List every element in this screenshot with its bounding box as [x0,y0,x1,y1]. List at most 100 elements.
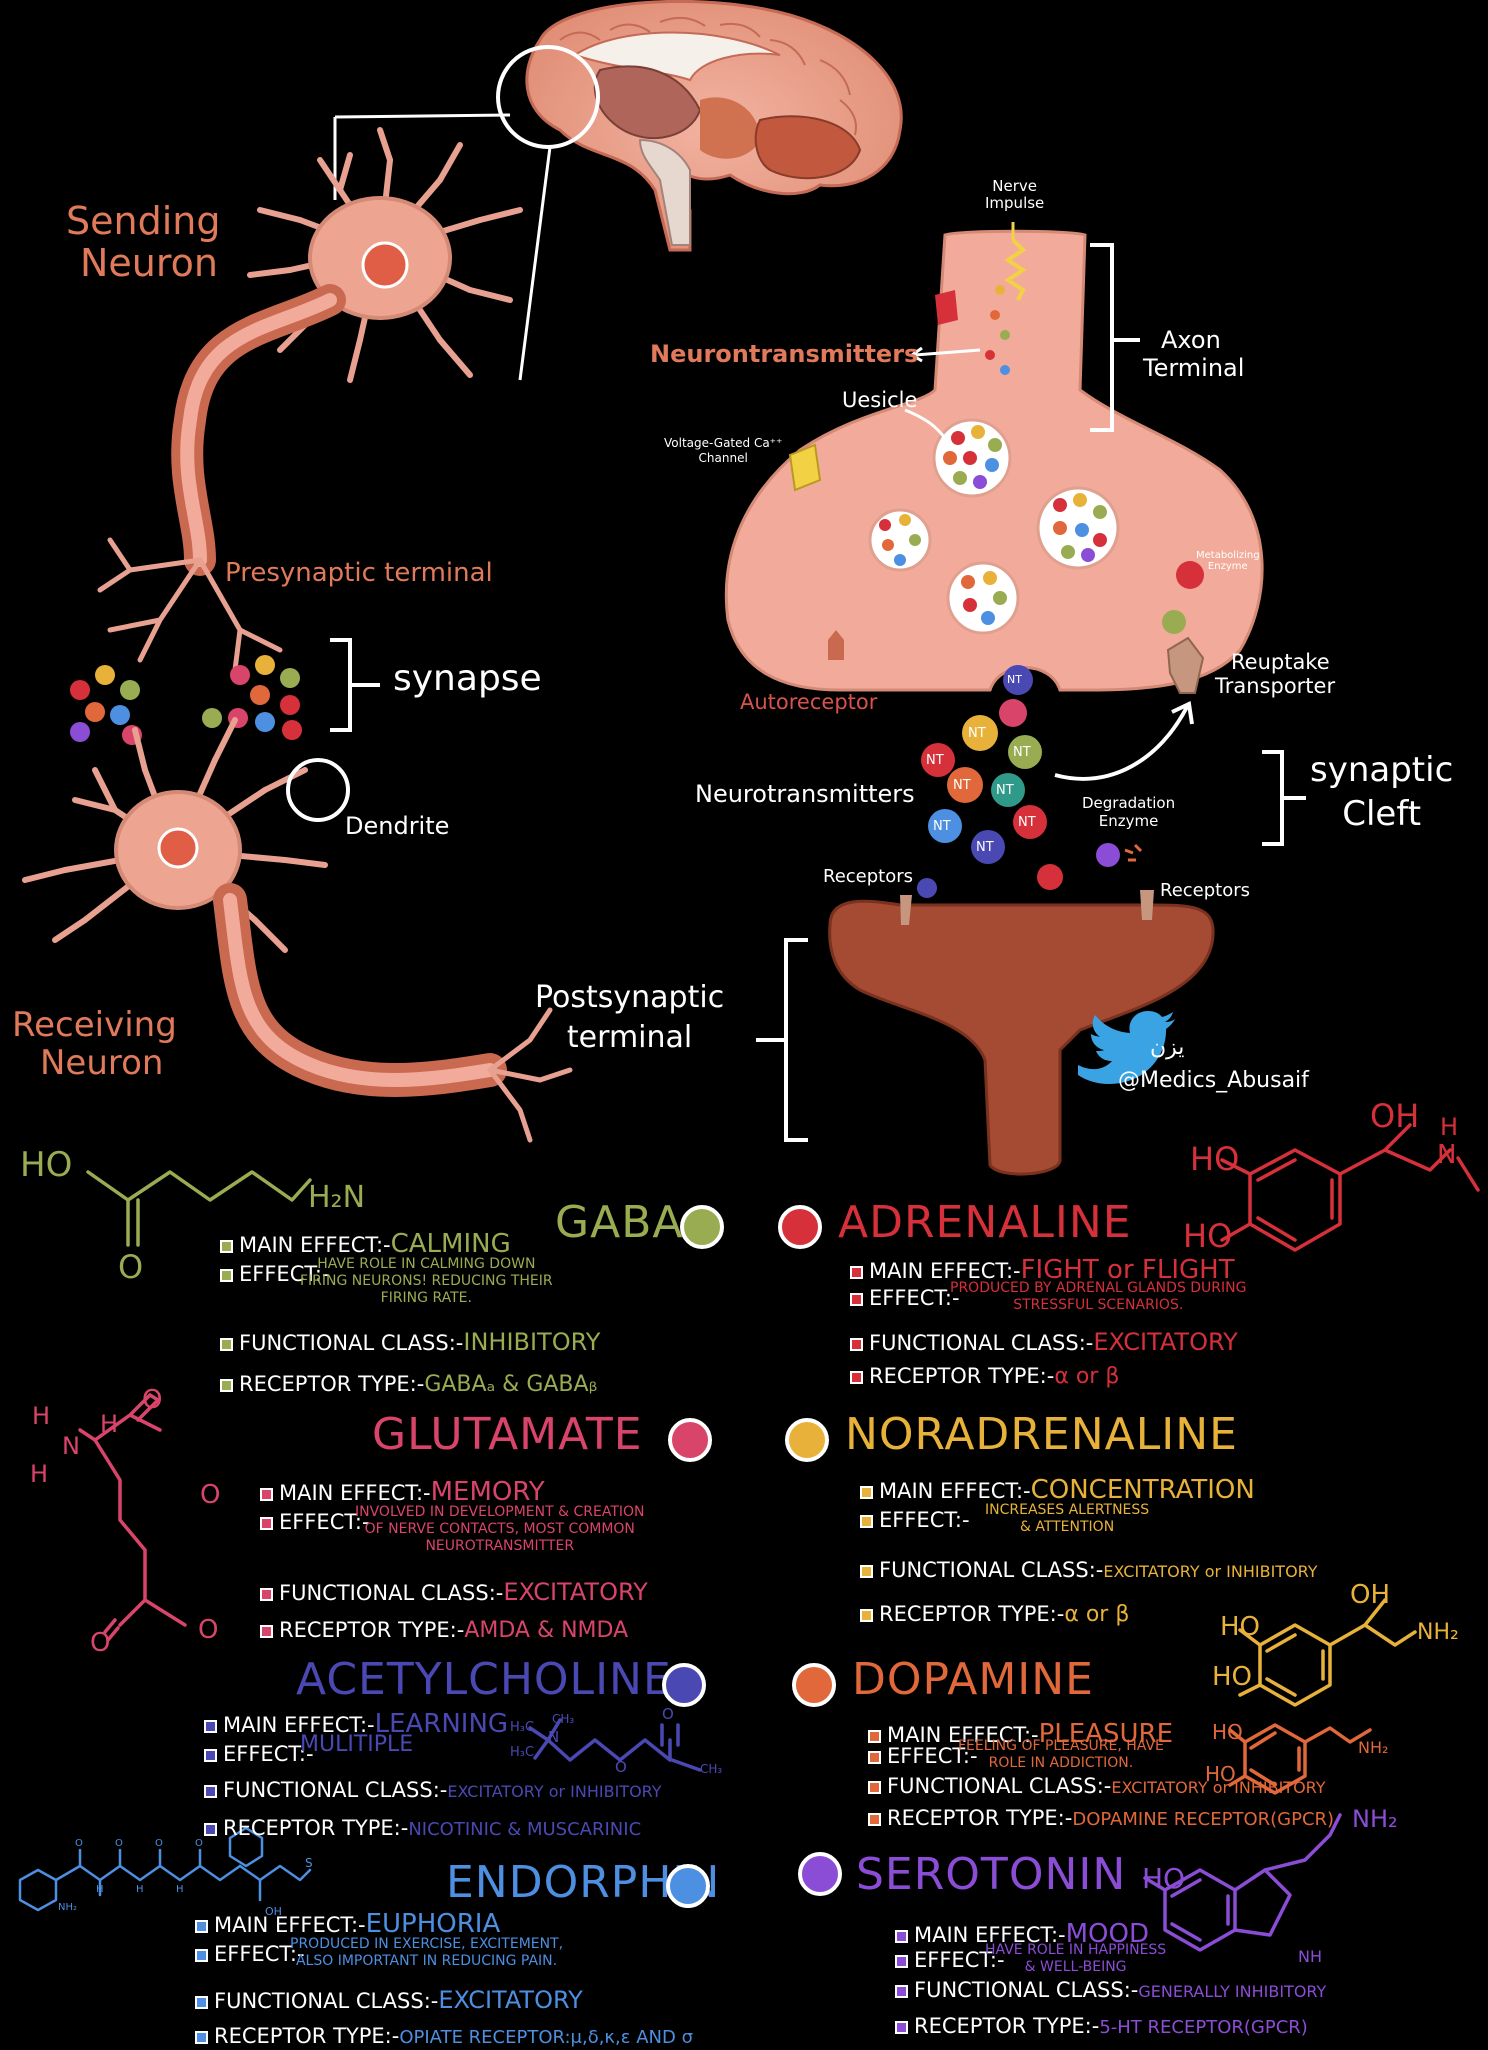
adr-h: H [1440,1113,1459,1141]
bullet-square-icon [860,1564,873,1578]
nt-row-effect-adrenaline: EFFECT:- [850,1286,960,1310]
nt-badge: NT [996,783,1014,798]
dop-nh2: NH₂ [1358,1738,1389,1757]
nt-badge: NT [933,819,951,834]
bullet-square-icon [195,1919,208,1933]
ser-nh2: NH₂ [1352,1805,1398,1833]
receiving-neuron-line2: Neuron [40,1043,164,1083]
nt-title-glutamate: GLUTAMATE [372,1409,643,1460]
bullet-square-icon [204,1748,217,1762]
axon-terminal-line2: Terminal [1143,354,1245,382]
bullet-square-icon [260,1487,273,1501]
cleft-nt-cluster [917,665,1063,898]
nerve-impulse-line2: Impulse [985,194,1045,212]
row-value: 5-HT RECEPTOR(GPCR) [1099,2017,1308,2038]
row-value: EUPHORIA [365,1909,501,1939]
bullet-square-icon [850,1265,863,1279]
effect-line: ALSO IMPORTANT IN REDUCING PAIN. [295,1953,558,1969]
nt-row-main-adrenaline: MAIN EFFECT:-FIGHT or FLIGHT [850,1257,1235,1283]
row-label: EFFECT:- [239,1262,330,1286]
presynaptic-terminal-label: Presynaptic terminal [225,558,493,588]
nt-row-receptor-glutamate: RECEPTOR TYPE:-AMDA & NMDA [260,1618,628,1643]
receptors-right-label: Receptors [1160,880,1251,901]
bullet-square-icon [895,2020,908,2034]
sending-neuron-line1: Sending [66,199,221,243]
neurotransmitters-label: Neurotransmitters [695,780,915,808]
row-value: EXCITATORY or INHIBITORY [1111,1778,1326,1797]
row-label: EFFECT:- [214,1942,305,1966]
bullet-square-icon [850,1370,863,1384]
synaptic-cleft-line1: synaptic [1310,750,1454,790]
row-label: RECEPTOR TYPE:- [279,1618,465,1642]
row-label: FUNCTIONAL CLASS:- [879,1558,1104,1582]
sending-neuron-label: Sending Neuron [66,200,220,284]
effect-line: MULITIPLE [300,1732,414,1757]
nor-ho1: HO [1220,1612,1261,1642]
nt-row-class-endorphin: FUNCTIONAL CLASS:-EXCITATORY [195,1988,583,2013]
postsynaptic-line1: Postsynaptic [535,980,725,1015]
receptors-left-label: Receptors [823,866,914,887]
row-value: EXCITATORY [503,1578,648,1606]
bullet-square-icon [204,1784,217,1798]
row-label: FUNCTIONAL CLASS:- [239,1331,464,1355]
nt-row-receptor-gaba: RECEPTOR TYPE:-GABAₐ & GABAᵦ [220,1372,597,1397]
metabolizing-enzyme-label: Metabolizing Enzyme [1196,550,1260,572]
adr-ho2: HO [1183,1217,1233,1255]
degradation-enzyme-label: Degradation Enzyme [1082,794,1175,830]
nt-row-main-glutamate: MAIN EFFECT:-MEMORY [260,1479,545,1505]
row-label: FUNCTIONAL CLASS:- [869,1331,1094,1355]
nt-badge: NT [1013,745,1031,760]
end-oh: OH [265,1905,282,1918]
row-label: RECEPTOR TYPE:- [223,1816,409,1840]
row-label: EFFECT:- [914,1948,1005,1972]
nt-row-receptor-serotonin: RECEPTOR TYPE:-5-HT RECEPTOR(GPCR) [895,2014,1308,2040]
end-h3: H [176,1884,184,1895]
row-value: AMDA & NMDA [464,1618,629,1643]
nt-effect-description-endorphin: PRODUCED IN EXERCISE, EXCITEMENT,ALSO IM… [290,1936,563,1970]
row-label: MAIN EFFECT:- [879,1479,1031,1503]
nt-row-effect-gaba: EFFECT:- [220,1262,330,1286]
row-value: α or β [1064,1602,1130,1627]
nt-row-main-noradrenaline: MAIN EFFECT:-CONCENTRATION [860,1477,1255,1503]
row-value: PLEASURE [1038,1719,1173,1749]
nt-row-effect-endorphin: EFFECT:- [195,1942,305,1966]
ca-channel-line2: Channel [698,451,748,465]
nt-badge: NT [968,726,986,741]
neurotransmitters-top-label: Neurontransmitters [650,340,919,368]
end-nh2: NH₂ [58,1902,78,1913]
nerve-impulse-label: Nerve Impulse [985,178,1044,212]
row-label: RECEPTOR TYPE:- [239,1372,425,1396]
nor-nh2: NH₂ [1417,1620,1459,1645]
dendrite-circle [286,758,350,822]
end-o4: O [195,1838,203,1849]
end-h2: H [136,1884,144,1895]
row-value: INHIBITORY [463,1328,601,1356]
bullet-square-icon [868,1729,881,1743]
nt-row-class-serotonin: FUNCTIONAL CLASS:-GENERALLY INHIBITORY [895,1978,1326,2004]
effect-line: & WELL-BEING [1024,1959,1127,1975]
degradation-line2: Enzyme [1098,812,1159,830]
row-value: NICOTINIC & MUSCARINIC [408,1819,642,1840]
receiving-neuron-line1: Receiving [12,1005,177,1045]
nt-row-class-acetylcholine: FUNCTIONAL CLASS:-EXCITATORY or INHIBITO… [204,1778,662,1804]
glu-o2: O [200,1480,221,1510]
ach-n: N [548,1728,560,1746]
brain-illustration [525,0,903,252]
nt-row-effect-serotonin: EFFECT:- [895,1948,1005,1972]
row-label: MAIN EFFECT:- [869,1259,1021,1283]
glu-o4: O [198,1615,219,1645]
row-label: RECEPTOR TYPE:- [214,2024,400,2048]
bullet-square-icon [204,1719,217,1733]
row-value: LEARNING [374,1709,509,1739]
glu-h2: H [100,1410,119,1438]
bullet-square-icon [868,1750,881,1764]
row-value: OPIATE RECEPTOR:μ,δ,κ,ε AND σ [399,2027,693,2048]
nt-row-receptor-dopamine: RECEPTOR TYPE:-DOPAMINE RECEPTOR(GPCR) [868,1806,1334,1832]
effect-line: INCREASES ALERTNESS [985,1502,1150,1518]
nt-row-class-noradrenaline: FUNCTIONAL CLASS:-EXCITATORY or INHIBITO… [860,1558,1318,1584]
nt-row-main-acetylcholine: MAIN EFFECT:-LEARNING [204,1709,509,1739]
bullet-square-icon [850,1292,863,1306]
